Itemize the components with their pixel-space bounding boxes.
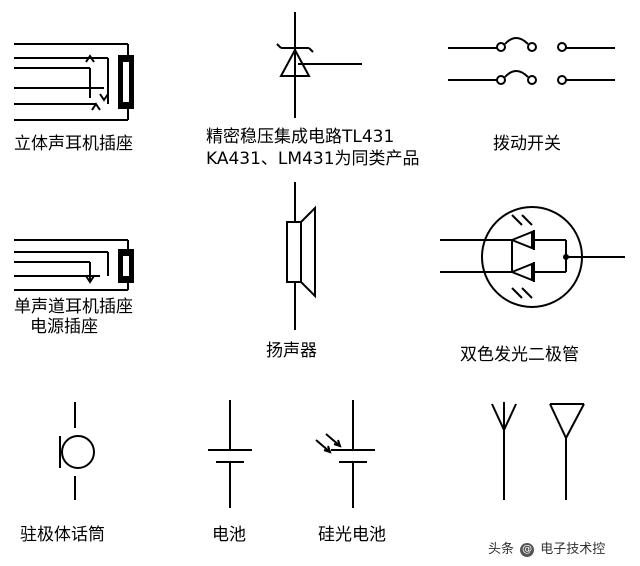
- battery-symbol: [208, 400, 252, 508]
- label-electret-mic: 驻极体话筒: [20, 525, 105, 545]
- watermark-at-icon: @: [520, 542, 535, 557]
- watermark-name: 电子技术控: [540, 542, 606, 557]
- label-stereo-jack: 立体声耳机插座: [14, 134, 133, 154]
- tl431-regulator-symbol: [276, 12, 362, 118]
- mono-jack-symbol: [14, 239, 134, 291]
- speaker-symbol: [286, 182, 316, 330]
- label-battery: 电池: [212, 525, 246, 545]
- label-solar-cell: 硅光电池: [318, 525, 386, 545]
- label-mono-jack-line2: 电源插座: [30, 317, 98, 337]
- electret-mic-symbol: [59, 402, 95, 500]
- watermark-prefix: 头条: [488, 542, 515, 557]
- watermark: 头条 @ 电子技术控: [488, 538, 605, 557]
- label-regulator-line1: 精密稳压集成电路TL431: [206, 127, 395, 147]
- toggle-switch-symbol: [448, 37, 615, 85]
- label-bicolor-led: 双色发光二极管: [460, 345, 579, 365]
- antenna-symbols: [491, 402, 585, 500]
- label-speaker: 扬声器: [266, 341, 317, 361]
- bicolor-led-symbol: [440, 206, 625, 308]
- label-toggle-switch: 拨动开关: [493, 134, 561, 154]
- stereo-jack-symbol: [14, 43, 134, 121]
- label-regulator-line2: KA431、LM431为同类产品: [206, 149, 420, 169]
- label-mono-jack-line1: 单声道耳机插座: [14, 297, 133, 317]
- solar-cell-symbol: [315, 400, 375, 508]
